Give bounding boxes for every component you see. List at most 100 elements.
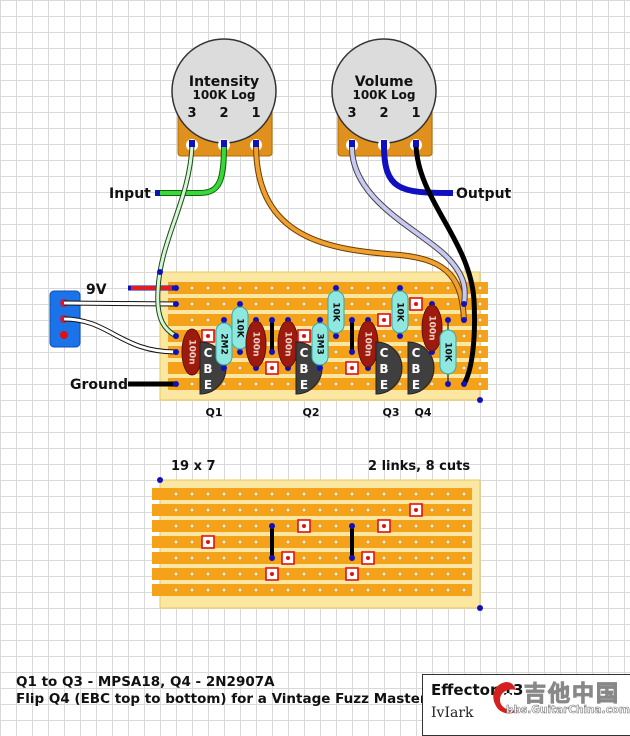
strip-hole — [477, 365, 483, 371]
strip-hole — [173, 555, 179, 561]
transistor-label: Q3 — [382, 406, 399, 419]
pot-intensity[interactable]: Intensity 100K Log 3 2 1 — [171, 38, 277, 157]
strip-hole — [205, 507, 211, 513]
strip-hole — [381, 555, 387, 561]
strip-hole — [381, 491, 387, 497]
pot-pin-label: 3 — [187, 106, 196, 121]
strip-hole — [189, 571, 195, 577]
offboard-wires — [63, 140, 477, 387]
solder-pad — [173, 349, 179, 355]
strip-hole — [333, 381, 339, 387]
solder-pad — [333, 333, 339, 339]
strip-hole — [237, 587, 243, 593]
pot-lug-pad — [413, 140, 419, 147]
strip-hole — [237, 491, 243, 497]
strip-hole — [445, 491, 451, 497]
resistor-body — [439, 329, 457, 375]
strip-hole — [317, 571, 323, 577]
track-cut-dot — [350, 572, 354, 576]
strip-hole — [237, 507, 243, 513]
solder-pad — [461, 381, 467, 387]
strip-hole — [445, 539, 451, 545]
capacitor-label: 100n — [427, 315, 437, 340]
transistor-pin-label: B — [379, 362, 388, 376]
capacitor-label: 100n — [363, 331, 373, 356]
strip-hole — [349, 381, 355, 387]
strip-hole — [237, 555, 243, 561]
strip-hole — [253, 587, 259, 593]
strip-hole — [365, 587, 371, 593]
solder-pad — [397, 333, 403, 339]
strip-hole — [301, 587, 307, 593]
strip-hole — [445, 555, 451, 561]
strip-hole — [413, 539, 419, 545]
copper-strip — [168, 282, 488, 294]
strip-hole — [333, 571, 339, 577]
strip-hole — [413, 587, 419, 593]
input-label: Input — [109, 186, 151, 202]
strip-hole — [381, 285, 387, 291]
strip-hole — [285, 491, 291, 497]
strip-hole — [301, 555, 307, 561]
pot-name: Volume — [355, 74, 414, 90]
pot-lug-pads — [189, 140, 453, 196]
strip-hole — [205, 555, 211, 561]
capacitor-body — [421, 304, 443, 352]
strip-hole — [301, 285, 307, 291]
resistor-label: 10K — [235, 318, 245, 339]
strip-hole — [397, 381, 403, 387]
strip-hole — [381, 587, 387, 593]
pot-volume[interactable]: Volume 100K Log 3 2 1 — [331, 38, 437, 157]
strip-hole — [189, 555, 195, 561]
strip-hole — [253, 491, 259, 497]
board-corner-marker — [157, 477, 163, 483]
pot-lug-pad — [253, 140, 259, 147]
strip-hole — [429, 507, 435, 513]
output-label: Output — [456, 186, 512, 202]
strip-hole — [349, 507, 355, 513]
strip-hole — [253, 285, 259, 291]
strip-hole — [445, 523, 451, 529]
strip-hole — [445, 507, 451, 513]
strip-hole — [221, 523, 227, 529]
strip-hole — [349, 301, 355, 307]
strip-hole — [461, 539, 467, 545]
strip-hole — [253, 507, 259, 513]
wire-volume-lug1 — [413, 144, 477, 386]
strip-hole — [173, 571, 179, 577]
pot-lug-pad — [189, 140, 195, 147]
solder-pad — [317, 317, 323, 323]
transistor-pin-label: E — [300, 378, 308, 392]
strip-hole — [317, 539, 323, 545]
strip-hole — [173, 539, 179, 545]
strip-hole — [189, 317, 195, 323]
transistor-pin-label: E — [204, 378, 212, 392]
strip-hole — [269, 381, 275, 387]
resistor-body — [231, 306, 249, 350]
input-pad — [155, 190, 160, 196]
strip-hole — [429, 587, 435, 593]
solder-pad — [269, 317, 275, 323]
strip-hole — [285, 539, 291, 545]
solder-pad — [173, 381, 179, 387]
transistor-pin-label: C — [412, 346, 421, 360]
copper-strip — [152, 552, 472, 564]
capacitor-label: 100n — [283, 331, 293, 356]
solder-pad — [221, 365, 227, 371]
strip-hole — [413, 285, 419, 291]
solder-pad — [317, 365, 323, 371]
watermark-text: 吉他中国 — [523, 682, 621, 708]
strip-hole — [349, 491, 355, 497]
strip-hole — [221, 555, 227, 561]
track-cut-dot — [414, 508, 418, 512]
pot-pin-label: 2 — [379, 106, 388, 121]
strip-hole — [429, 539, 435, 545]
solder-pad — [221, 317, 227, 323]
strip-hole — [445, 571, 451, 577]
strip-hole — [461, 587, 467, 593]
track-cut-dot — [350, 366, 354, 370]
ground-label: Ground — [70, 377, 128, 393]
strip-hole — [365, 285, 371, 291]
strip-hole — [221, 491, 227, 497]
